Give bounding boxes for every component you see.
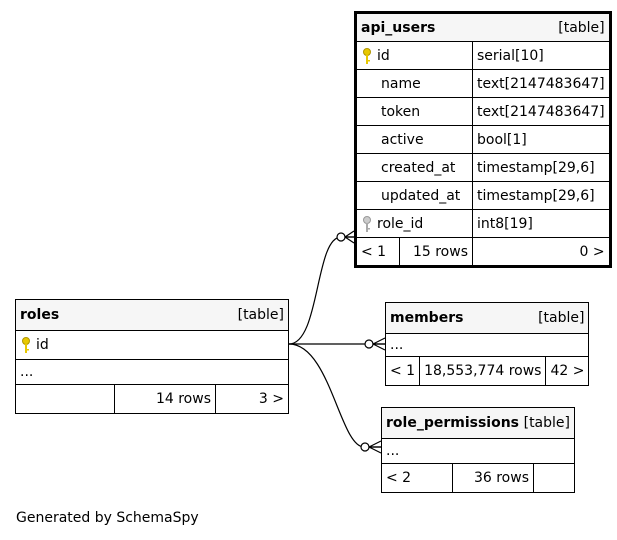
- more-columns: ...: [381, 438, 575, 464]
- row-count: 14 rows: [114, 384, 216, 414]
- table-name[interactable]: members: [390, 310, 464, 326]
- column-name: created_at: [381, 159, 456, 176]
- column-row[interactable]: role_id int8[19]: [355, 209, 611, 238]
- table-name[interactable]: api_users: [361, 19, 436, 36]
- row-count: 18,553,774 rows: [419, 356, 547, 386]
- column-row[interactable]: updated_at timestamp[29,6]: [355, 181, 611, 210]
- children-link[interactable]: 3 >: [215, 384, 289, 414]
- table-members[interactable]: members [table] ... < 1 18,553,774 rows …: [384, 302, 590, 386]
- table-kind: [table]: [538, 310, 585, 326]
- column-row[interactable]: created_at timestamp[29,6]: [355, 153, 611, 182]
- column-row[interactable]: active bool[1]: [355, 125, 611, 154]
- column-name: id: [377, 47, 390, 64]
- column-type: timestamp[29,6]: [472, 153, 611, 182]
- column-name: role_id: [377, 215, 424, 232]
- parents-link: [15, 384, 115, 414]
- children-link: [533, 463, 575, 493]
- generated-by-footer: Generated by SchemaSpy: [16, 510, 199, 526]
- column-name: name: [381, 75, 421, 92]
- column-name: active: [381, 131, 424, 148]
- table-name[interactable]: roles: [20, 307, 60, 323]
- children-link[interactable]: 42 >: [545, 356, 590, 386]
- table-roles[interactable]: roles [table] id ... 14 rows 3 >: [15, 299, 289, 414]
- parents-link[interactable]: < 2: [381, 463, 453, 493]
- crowfoot-members: [364, 337, 386, 351]
- table-kind: [table]: [237, 307, 284, 323]
- table-footer: 14 rows 3 >: [15, 384, 289, 414]
- column-name: updated_at: [381, 187, 461, 204]
- primary-key-icon: [363, 47, 371, 64]
- column-row[interactable]: id serial[10]: [355, 41, 611, 70]
- column-row[interactable]: id: [15, 330, 289, 360]
- table-footer: < 1 18,553,774 rows 42 >: [384, 356, 590, 386]
- children-link[interactable]: 0 >: [472, 237, 611, 267]
- column-type: text[2147483647]: [472, 97, 611, 126]
- more-columns: ...: [15, 359, 289, 385]
- table-footer: < 1 15 rows 0 >: [355, 237, 611, 267]
- row-count: 36 rows: [452, 463, 534, 493]
- column-row[interactable]: token text[2147483647]: [355, 97, 611, 126]
- edge-roles-api-users: [288, 236, 354, 345]
- crowfoot-role-permissions: [360, 440, 382, 454]
- row-count: 15 rows: [399, 237, 473, 267]
- table-kind: [table]: [523, 415, 570, 431]
- table-kind: [table]: [558, 19, 605, 36]
- column-row[interactable]: name text[2147483647]: [355, 69, 611, 98]
- parents-link[interactable]: < 1: [384, 356, 421, 386]
- crowfoot-api-users: [336, 230, 355, 244]
- column-type: serial[10]: [472, 41, 611, 70]
- table-api-users[interactable]: api_users [table] id serial[10] name tex…: [354, 11, 612, 268]
- column-name: token: [381, 103, 421, 120]
- column-name: id: [36, 337, 49, 353]
- table-name[interactable]: role_permissions: [386, 415, 520, 431]
- column-type: bool[1]: [472, 125, 611, 154]
- parents-link[interactable]: < 1: [355, 237, 400, 267]
- edge-roles-role-permissions: [288, 343, 381, 448]
- table-footer: < 2 36 rows: [381, 463, 575, 493]
- table-role-permissions[interactable]: role_permissions [table] ... < 2 36 rows: [381, 407, 575, 493]
- primary-key-icon: [22, 337, 30, 353]
- column-type: text[2147483647]: [472, 69, 611, 98]
- more-columns: ...: [384, 333, 590, 357]
- foreign-key-icon: [363, 215, 371, 232]
- column-type: int8[19]: [472, 209, 611, 238]
- column-type: timestamp[29,6]: [472, 181, 611, 210]
